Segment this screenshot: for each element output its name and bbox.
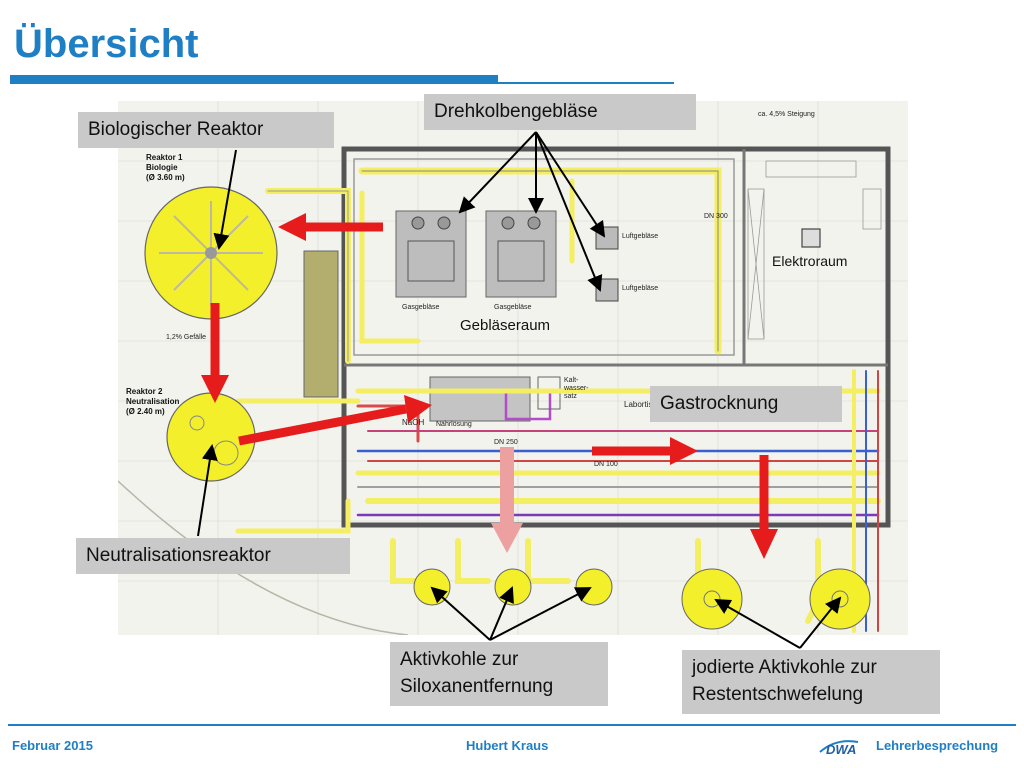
elektroraum-equipment — [747, 160, 882, 340]
kaltwassersatz-label: Kalt- wasser- satz — [564, 377, 589, 400]
geblaeseraum-label: Gebläseraum — [460, 317, 551, 334]
arrow-gastrocknung-down — [491, 447, 523, 553]
arrow-to-jod-filters — [750, 455, 778, 559]
luftgeblaese-label-1: Luftgebläse — [622, 233, 659, 240]
luftgeblaese-units — [595, 226, 619, 302]
flow-arrows — [201, 213, 778, 559]
dwa-logo: DWA — [819, 740, 859, 756]
gasgeblaese-label-2: Gasgebläse — [494, 304, 532, 311]
title-underline-bar — [10, 75, 498, 84]
reactor-1-label: Reaktor 1 Biologie (Ø 3.60 m) — [146, 153, 185, 182]
gefaelle-label: 1,2% Gefälle — [166, 334, 207, 341]
callout-biologischer-reaktor: Biologischer Reaktor — [78, 112, 334, 148]
jod-aktivkohle-filter-1 — [681, 568, 743, 630]
labortisch-label: Labortisch — [624, 400, 661, 409]
callout-gastrocknung: Gastrocknung — [650, 386, 842, 422]
elektroraum-box — [801, 228, 821, 248]
footer-date: Februar 2015 — [12, 738, 93, 753]
aktivkohle-filter-2 — [494, 568, 532, 606]
callout-jodierte-aktivkohle: jodierte Aktivkohle zur Restentschwefelu… — [682, 650, 940, 714]
terrain-contour — [118, 480, 409, 635]
arrow-to-reactor1 — [278, 213, 383, 241]
gasgeblaese-label-1: Gasgebläse — [402, 304, 440, 311]
title-underline-thin — [498, 82, 674, 84]
elektroraum-label: Elektroraum — [772, 253, 848, 269]
dwa-logo-text: DWA — [826, 742, 856, 756]
footer-event: Lehrerbesprechung — [876, 738, 999, 753]
footer-author: Hubert Kraus — [466, 738, 549, 753]
aktivkohle-filter-3 — [575, 568, 613, 606]
arrow-to-right — [592, 437, 698, 465]
building-walls — [341, 146, 891, 528]
gasgeblaese-units — [395, 210, 557, 298]
footer-divider — [8, 724, 1016, 726]
arrow-reactor1-to-reactor2 — [201, 303, 229, 403]
luftgeblaese-label-2: Luftgebläse — [622, 285, 659, 292]
dn100-label: DN 100 — [594, 461, 618, 468]
bodenaufbau-panel — [303, 250, 339, 398]
dn250-label: DN 250 — [494, 439, 518, 446]
naehrloesung-label: Nährlösung — [436, 421, 472, 428]
jod-aktivkohle-filter-2 — [809, 568, 871, 630]
naoh-label: NaOH — [402, 418, 425, 427]
steigung-label: ca. 4,5% Steigung — [758, 111, 815, 118]
callout-drehkolbengeblaese: Drehkolbengebläse — [424, 94, 696, 130]
reactor-2-label: Reaktor 2 Neutralisation (Ø 2.40 m) — [126, 387, 180, 416]
page-title: Übersicht — [14, 22, 199, 66]
arrow-to-gastrocknung — [238, 395, 432, 446]
aktivkohle-filter-1 — [413, 568, 451, 606]
dn300-label: DN 300 — [704, 213, 728, 220]
callout-aktivkohle: Aktivkohle zur Siloxanentfernung — [390, 642, 608, 706]
gastrocknung-equipment — [429, 376, 561, 422]
callout-neutralisationsreaktor: Neutralisationsreaktor — [76, 538, 350, 574]
